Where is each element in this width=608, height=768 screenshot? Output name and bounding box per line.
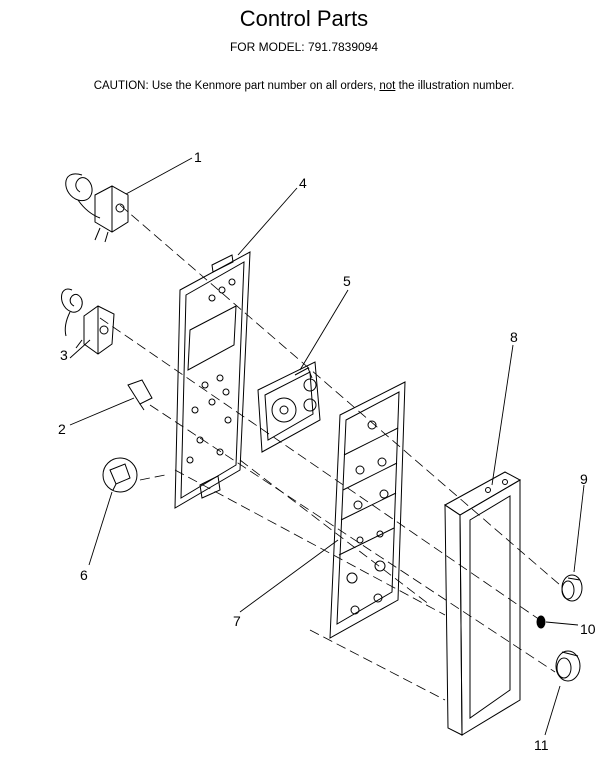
part-8-trim-frame <box>444 471 522 736</box>
part-11-knob <box>555 650 581 682</box>
callout-9: 9 <box>580 471 588 487</box>
callout-5: 5 <box>343 273 351 289</box>
callout-3: 3 <box>60 347 68 363</box>
caution-text: CAUTION: Use the Kenmore part number on … <box>93 80 380 92</box>
part-2-connector <box>127 379 153 411</box>
part-6-fuse <box>102 457 138 493</box>
callout-1: 1 <box>194 149 202 165</box>
part-1-thermostat <box>65 173 129 243</box>
assembly-lines <box>99 204 561 701</box>
callout-10: 10 <box>580 621 596 637</box>
callout-6: 6 <box>80 567 88 583</box>
callout-2: 2 <box>58 421 66 437</box>
part-9-knob <box>561 574 583 602</box>
callout-4: 4 <box>299 175 307 191</box>
part-3-thermostat <box>61 288 115 355</box>
callout-8: 8 <box>510 329 518 345</box>
callout-11: 11 <box>534 737 549 753</box>
page-title: Control Parts <box>239 6 369 31</box>
model-number: FOR MODEL: 791.7839094 <box>229 40 379 54</box>
part-4-mounting-plate <box>174 251 251 509</box>
part-7-control-panel <box>329 381 406 639</box>
part-5-timer <box>257 361 321 453</box>
leader-lines <box>69 157 585 736</box>
part-10-bushing <box>536 615 546 629</box>
caution-text-end: the illustration number. <box>395 80 515 92</box>
caution-note: CAUTION: Use the Kenmore part number on … <box>0 80 608 92</box>
callout-7: 7 <box>233 613 241 629</box>
caution-emphasis: not <box>379 80 396 92</box>
